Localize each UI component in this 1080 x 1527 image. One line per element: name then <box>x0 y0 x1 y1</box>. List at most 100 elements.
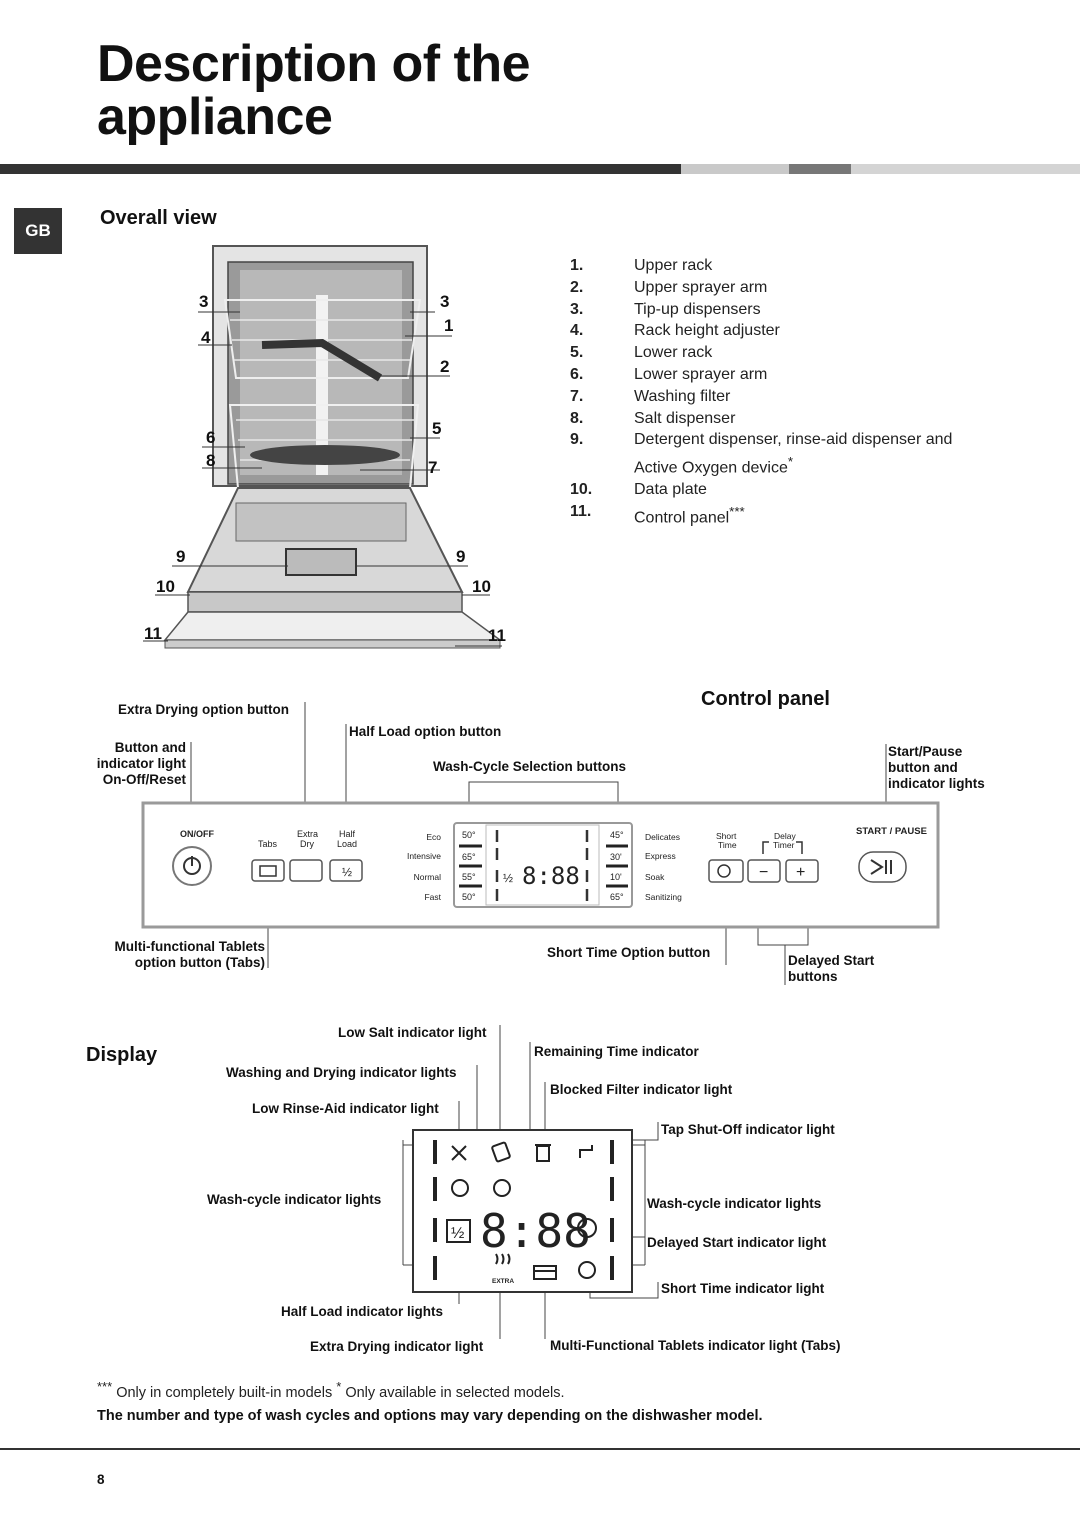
callout-4: 4 <box>201 328 211 347</box>
header-rule-end <box>851 164 1080 174</box>
control-panel-heading: Control panel <box>701 688 830 710</box>
half-load-icon <box>446 1219 471 1243</box>
callout-7: 7 <box>428 458 437 477</box>
panel-half-symbol: ½ <box>503 871 513 885</box>
short-text: Short <box>716 831 737 841</box>
delay-text: Delay <box>774 831 796 841</box>
page-title: Description of the appliance <box>97 38 797 144</box>
temp-left-2: 65° <box>462 852 476 862</box>
callout-11-right: 11 <box>488 626 506 645</box>
list-item: 2.Upper sprayer arm <box>570 278 768 296</box>
cycle-fast: Fast <box>424 892 441 902</box>
callout-10-left: 10 <box>156 577 175 596</box>
header-rule-mid <box>789 164 851 174</box>
tabs-icon <box>533 1265 557 1280</box>
label-half-load-button: Half Load option button <box>349 724 502 739</box>
low-salt-icon <box>451 1145 467 1161</box>
footnote-line: *** Only in completely built-in models *… <box>97 1379 565 1401</box>
washing-icon <box>451 1179 469 1197</box>
cycle-delicates: Delicates <box>645 832 680 842</box>
temp-right-1: 45° <box>610 830 624 840</box>
callout-2: 2 <box>440 357 449 376</box>
callout-3-left: 3 <box>199 292 208 311</box>
callout-5: 5 <box>432 419 441 438</box>
label-remaining-time: Remaining Time indicator <box>534 1044 699 1059</box>
label-tap-shutoff: Tap Shut-Off indicator light <box>661 1122 835 1137</box>
extra-text: Extra <box>297 829 318 839</box>
temp-right-2: 30' <box>610 852 622 862</box>
display-heading: Display <box>86 1044 158 1066</box>
onoff-text: ON/OFF <box>180 829 214 839</box>
label-tabs-indicator: Multi-Functional Tablets indicator light… <box>550 1338 841 1353</box>
callout-3-right: 3 <box>440 292 449 311</box>
label-short-time-indicator: Short Time indicator light <box>661 1281 825 1296</box>
list-item: 10.Data plate <box>570 481 707 499</box>
minus-symbol: − <box>759 864 768 881</box>
callout-1: 1 <box>444 316 453 335</box>
time-text: Time <box>718 840 737 850</box>
list-item: 11.Control panel*** <box>570 503 745 527</box>
callout-8: 8 <box>206 451 215 470</box>
callout-9-right: 9 <box>456 547 465 566</box>
list-item: 1.Upper rack <box>570 257 713 274</box>
short-time-icon <box>578 1261 596 1279</box>
list-item: 5.Lower rack <box>570 344 713 362</box>
half-load-symbol: ½ <box>342 865 352 879</box>
extra-drying-icon <box>495 1253 511 1265</box>
display-half-symbol: ½ <box>451 1225 464 1242</box>
label-onoff-button: Button and indicator light On-Off/Reset <box>96 740 186 787</box>
model-variation-note: The number and type of wash cycles and o… <box>97 1408 763 1424</box>
list-item: 6.Lower sprayer arm <box>570 365 768 383</box>
start-pause-text: START / PAUSE <box>856 826 927 837</box>
temp-left-1: 50° <box>462 830 476 840</box>
callout-9-left: 9 <box>176 547 185 566</box>
cycle-express: Express <box>645 851 676 861</box>
plus-symbol: + <box>796 864 805 881</box>
temp-left-3: 55° <box>462 872 476 882</box>
load-text: Load <box>337 839 357 849</box>
title-line-1: Description of the <box>97 35 531 93</box>
label-wash-cycle-selection: Wash-Cycle Selection buttons <box>433 759 627 774</box>
cycle-sanitizing: Sanitizing <box>645 892 682 902</box>
dry-text: Dry <box>300 839 314 849</box>
overall-view-heading: Overall view <box>100 207 217 229</box>
label-wash-cycle-left: Wash-cycle indicator lights <box>207 1192 382 1207</box>
language-tab: GB <box>14 208 62 254</box>
page-number: 8 <box>97 1472 105 1487</box>
footer-rule <box>0 1448 1080 1450</box>
label-short-time-button: Short Time Option button <box>547 945 711 960</box>
label-low-rinse-aid: Low Rinse-Aid indicator light <box>252 1101 439 1116</box>
cycle-eco: Eco <box>426 832 441 842</box>
label-blocked-filter: Blocked Filter indicator light <box>550 1082 733 1097</box>
label-half-load-indicator: Half Load indicator lights <box>281 1304 444 1319</box>
temp-right-4: 65° <box>610 892 624 902</box>
callout-6: 6 <box>206 428 215 447</box>
header-rule-light <box>681 164 789 174</box>
list-item: 7.Washing filter <box>570 387 731 405</box>
label-washing-drying: Washing and Drying indicator lights <box>226 1065 457 1080</box>
list-item: 4.Rack height adjuster <box>570 322 780 340</box>
label-low-salt: Low Salt indicator light <box>338 1025 487 1040</box>
label-delayed-start: Delayed Start indicator light <box>647 1235 827 1250</box>
callout-11-left: 11 <box>144 624 162 643</box>
label-delayed-start-buttons: Delayed Start buttons <box>788 953 875 984</box>
temp-right-3: 10' <box>610 872 622 882</box>
drying-icon <box>493 1179 511 1197</box>
rinse-aid-icon <box>491 1141 511 1163</box>
header-rule-dark <box>0 164 681 174</box>
label-wash-cycle-right: Wash-cycle indicator lights <box>647 1196 822 1211</box>
list-item: 9.Detergent dispenser, rinse-aid dispens… <box>570 431 953 449</box>
delayed-start-icon <box>577 1218 597 1238</box>
callout-10-right: 10 <box>472 577 491 596</box>
label-start-pause: Start/Pause button and indicator lights <box>888 744 985 791</box>
panel-digits: 8:88 <box>522 862 580 890</box>
timer-text: Timer <box>773 840 795 850</box>
list-item: 3.Tip-up dispensers <box>570 300 761 318</box>
display-digits: 8:88 <box>480 1204 591 1258</box>
list-item: Active Oxygen device* <box>634 454 794 477</box>
label-tabs-button: Multi-functional Tablets option button (… <box>114 939 266 970</box>
temp-left-4: 50° <box>462 892 476 902</box>
